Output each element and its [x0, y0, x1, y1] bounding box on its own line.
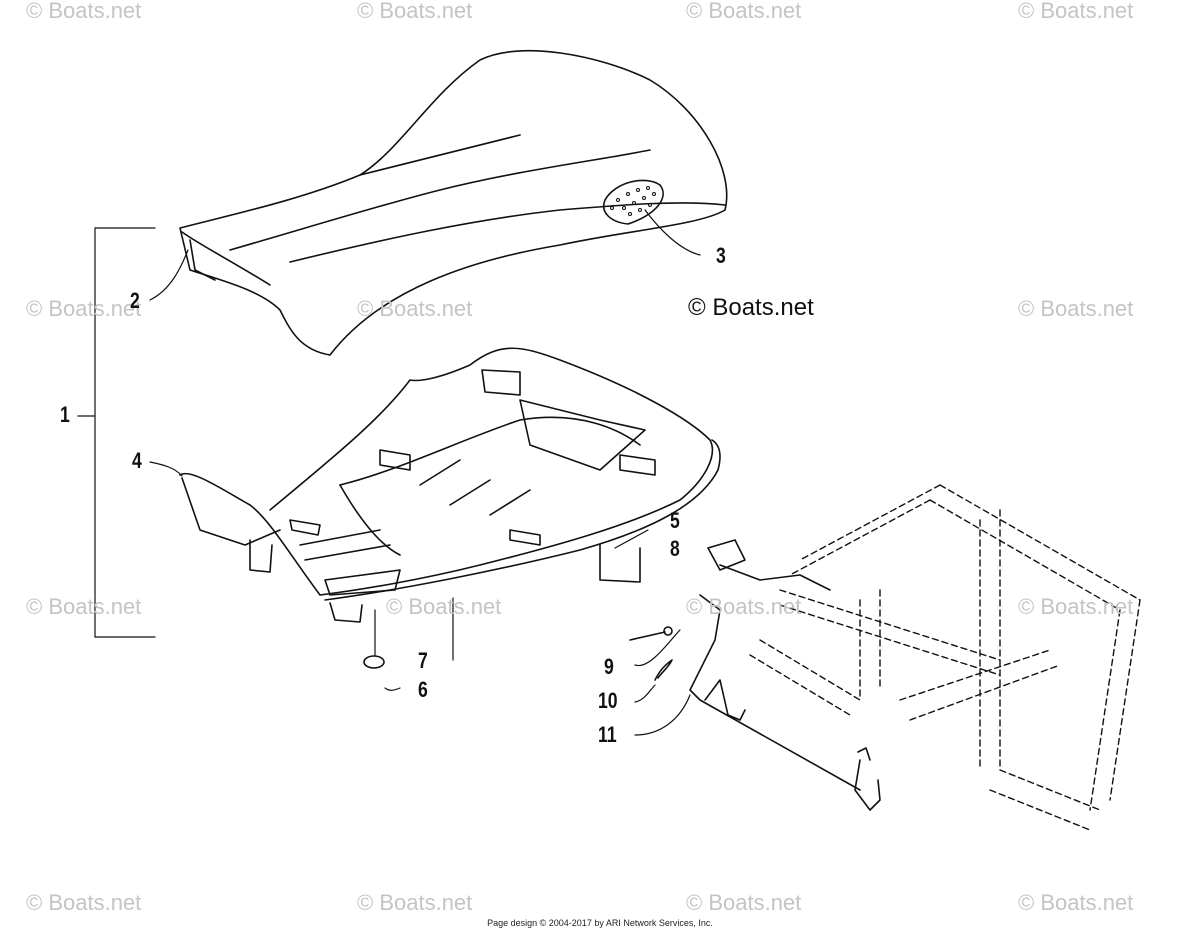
spring [654, 659, 673, 681]
watermark: © Boats.net [686, 0, 802, 23]
leader-lines [77, 209, 701, 736]
callout-5: 5 [670, 508, 680, 533]
watermark: © Boats.net [1018, 594, 1134, 619]
watermark: © Boats.net [357, 296, 473, 321]
callout-9: 9 [604, 654, 614, 679]
watermark: © Boats.net [26, 594, 142, 619]
pin [629, 626, 673, 641]
watermark: © Boats.net [357, 890, 473, 915]
watermark: © Boats.net [686, 594, 802, 619]
watermark: © Boats.net [1018, 890, 1134, 915]
seat-base [179, 347, 721, 623]
watermark: © Boats.net [1018, 296, 1134, 321]
watermark: © Boats.net [26, 296, 142, 321]
callout-3: 3 [716, 243, 726, 268]
callout-1: 1 [60, 402, 70, 427]
watermark: © Boats.net [26, 890, 142, 915]
decal [603, 179, 664, 225]
callout-6: 6 [418, 677, 428, 702]
frame [749, 484, 1141, 831]
bumper [363, 655, 385, 669]
callout-2: 2 [130, 288, 140, 313]
seat-cover [179, 50, 728, 356]
callout-7: 7 [418, 648, 428, 673]
callout-10: 10 [598, 688, 618, 713]
watermark: © Boats.net [386, 594, 502, 619]
latch-bracket [707, 539, 831, 591]
callout-4: 4 [132, 448, 142, 473]
callout-11: 11 [598, 722, 617, 747]
callout-8: 8 [670, 536, 680, 561]
latch-lever [689, 594, 881, 811]
footer-copyright: Page design © 2004-2017 by ARI Network S… [487, 918, 713, 928]
watermark: © Boats.net [1018, 0, 1134, 23]
watermark: © Boats.net [26, 0, 142, 23]
main-watermark: © Boats.net [688, 294, 814, 321]
watermark: © Boats.net [686, 890, 802, 915]
watermark: © Boats.net [357, 0, 473, 23]
